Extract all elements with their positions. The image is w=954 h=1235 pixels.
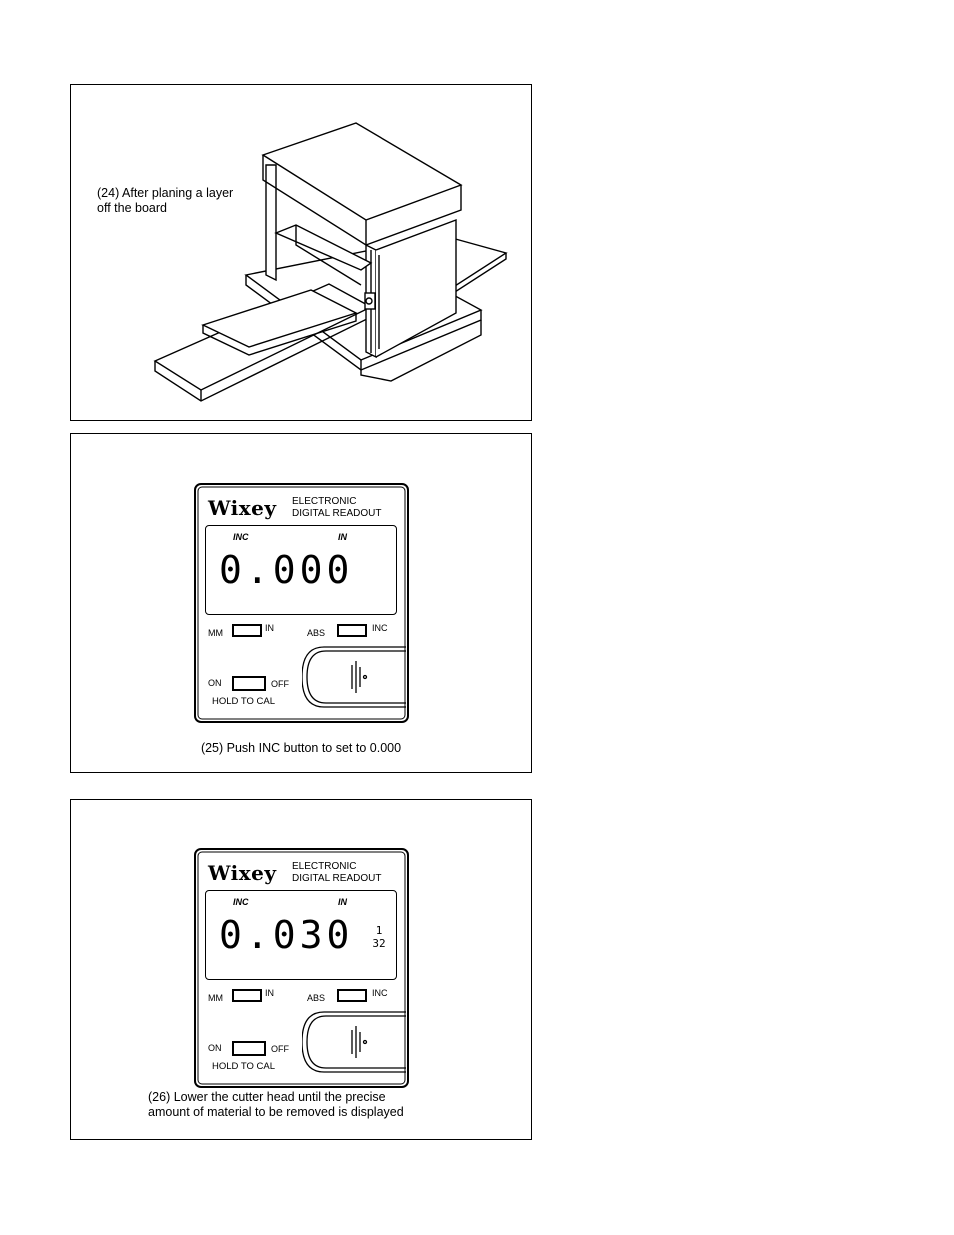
digital-readout-device: Wixey ELECTRONIC DIGITAL READOUT INC IN … (194, 848, 409, 1088)
device-frame (194, 483, 409, 723)
on-label: ON (208, 1043, 222, 1053)
lcd-fraction: 1 32 (369, 924, 389, 950)
brand-subtitle: ELECTRONIC DIGITAL READOUT (292, 861, 382, 884)
lcd-unit-indicator: IN (338, 897, 347, 907)
mm-in-button[interactable] (232, 624, 262, 637)
lcd-mode-indicator: INC (233, 897, 249, 907)
lcd-value: 0.030 (219, 913, 354, 957)
figure-24-caption: (24) After planing a layer off the board (97, 186, 234, 215)
abs-inc-button[interactable] (337, 989, 367, 1002)
on-label: ON (208, 678, 222, 688)
digital-readout-device: Wixey ELECTRONIC DIGITAL READOUT INC IN … (194, 483, 409, 723)
in-label: IN (265, 623, 274, 633)
mm-in-button[interactable] (232, 989, 262, 1002)
lcd-unit-indicator: IN (338, 532, 347, 542)
hold-to-cal-label: HOLD TO CAL (212, 1061, 276, 1072)
abs-inc-button[interactable] (337, 624, 367, 637)
brand-subtitle: ELECTRONIC DIGITAL READOUT (292, 496, 382, 519)
abs-label: ABS (307, 628, 326, 638)
inc-label: INC (372, 988, 388, 998)
inc-label: INC (372, 623, 388, 633)
figure-26-panel: Wixey ELECTRONIC DIGITAL READOUT INC IN … (70, 799, 532, 1140)
device-frame (194, 848, 409, 1088)
off-label: OFF (271, 679, 289, 689)
figure-24-panel: (24) After planing a layer off the board (70, 84, 532, 421)
fraction-numerator: 1 (375, 924, 383, 937)
lcd-mode-indicator: INC (233, 532, 249, 542)
abs-label: ABS (307, 993, 326, 1003)
zero-button[interactable] (302, 1010, 406, 1074)
hold-to-cal-label: HOLD TO CAL (212, 696, 276, 707)
planer-illustration (153, 122, 508, 402)
lcd-display: INC IN 0.000 (205, 525, 397, 615)
figure-26-caption: (26) Lower the cutter head until the pre… (148, 1090, 404, 1119)
brand-logo: Wixey (208, 861, 277, 885)
lcd-value: 0.000 (219, 548, 354, 592)
fraction-denominator: 32 (372, 937, 386, 950)
mm-label: MM (208, 628, 223, 638)
lcd-display: INC IN 0.030 1 32 (205, 890, 397, 980)
figure-25-panel: Wixey ELECTRONIC DIGITAL READOUT INC IN … (70, 433, 532, 773)
mm-label: MM (208, 993, 223, 1003)
in-label: IN (265, 988, 274, 998)
off-label: OFF (271, 1044, 289, 1054)
brand-logo: Wixey (208, 496, 277, 520)
on-off-button[interactable] (232, 676, 266, 691)
on-off-button[interactable] (232, 1041, 266, 1056)
zero-button[interactable] (302, 645, 406, 709)
figure-25-caption: (25) Push INC button to set to 0.000 (200, 741, 402, 755)
